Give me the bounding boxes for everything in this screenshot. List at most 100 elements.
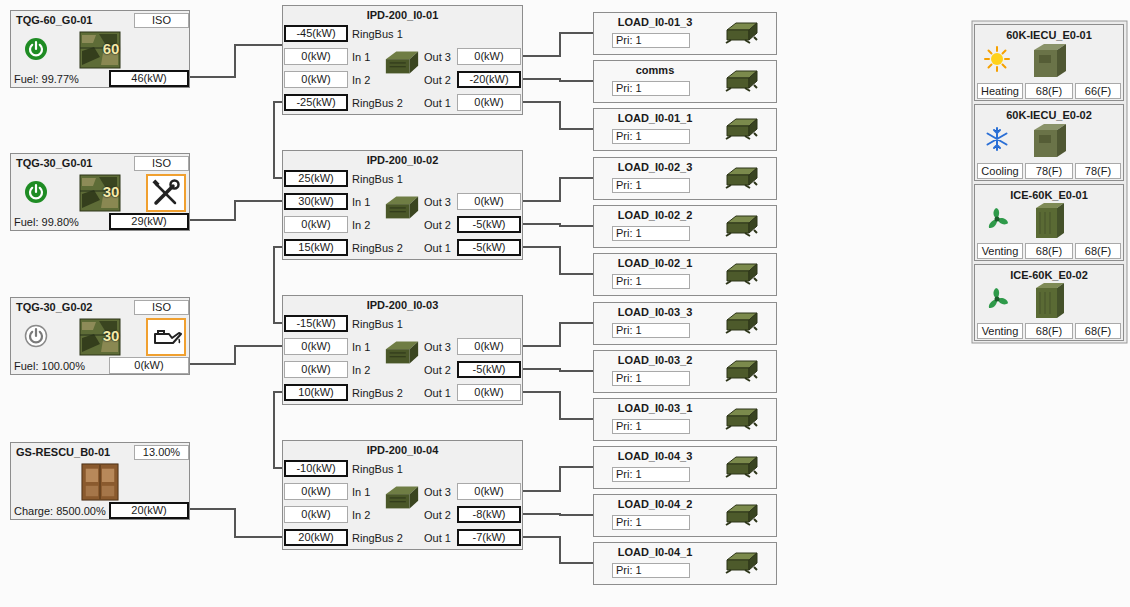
power-value: -15(kW) [284,315,348,332]
port-label: Out 3 [424,485,451,499]
power-cable [523,33,593,56]
status-badge: 13.00% [134,445,189,460]
device-name: ICE-60K_E0-01 [975,188,1123,202]
power-value: -20(kW) [457,71,521,88]
power-value: 0(kW) [284,338,348,355]
power-cable [523,369,593,371]
power-cable [523,224,593,226]
priority-value: Pri: 1 [612,129,690,144]
power-cable [523,392,593,419]
power-value: 20(kW) [284,529,348,546]
status-badge: ISO [134,13,189,28]
port-label: Out 2 [424,73,451,87]
power-value: 46(kW) [109,70,189,87]
power-cable [523,247,593,274]
power-value: -45(kW) [284,25,348,42]
load-icons [726,23,757,573]
distribution-icons [386,52,418,509]
fuel-level: Charge: 8500.00% [14,504,107,518]
port-label: RingBus 1 [352,27,403,41]
port-label: Out 1 [424,531,451,545]
power-cable [523,79,593,81]
port-label: Out 1 [424,96,451,110]
device-name: TQG-60_G0-01 [16,13,92,27]
power-value: 0(kW) [284,48,348,65]
icon-number: 60 [96,42,126,56]
load-panel: LOAD_I0-03_1Pri: 1 [593,398,777,441]
power-value: 0(kW) [109,357,189,374]
port-label: Out 2 [424,508,451,522]
port-label: In 1 [352,195,370,209]
power-cable [523,537,593,563]
power-value: 10(kW) [284,384,348,401]
load-panel: LOAD_I0-04_2Pri: 1 [593,494,777,537]
device-name: LOAD_I0-04_1 [596,545,714,559]
mode-badge: Heating [977,83,1023,99]
device-name: LOAD_I0-02_3 [596,160,714,174]
power-value: 0(kW) [284,71,348,88]
power-value: 25(kW) [284,170,348,187]
mode-badge: Venting [977,323,1023,339]
power-cable [274,392,282,468]
power-value: 0(kW) [284,361,348,378]
power-value: -8(kW) [457,506,521,523]
priority-value: Pri: 1 [612,178,690,193]
power-value: -5(kW) [457,239,521,256]
priority-value: Pri: 1 [612,226,690,241]
port-label: In 1 [352,50,370,64]
load-panel: LOAD_I0-01_3Pri: 1 [593,12,777,55]
device-name: LOAD_I0-04_3 [596,449,714,463]
distribution-panel: IPD-200_I0-03-15(kW)RingBus 10(kW)In 1Ou… [282,295,523,405]
generator-icons [25,32,185,500]
port-label: Out 2 [424,363,451,377]
device-name: LOAD_I0-04_2 [596,497,714,511]
priority-value: Pri: 1 [612,371,690,386]
priority-value: Pri: 1 [612,563,690,578]
device-name: ICE-60K_E0-02 [975,268,1123,282]
load-panel: LOAD_I0-02_3Pri: 1 [593,157,777,200]
temperature-value: 68(F) [1075,323,1121,339]
power-cable [523,514,593,515]
ecu-panel: ICE-60K_E0-01Venting68(F)68(F) [974,184,1124,261]
power-value: 0(kW) [457,338,521,355]
port-label: In 2 [352,508,370,522]
port-label: In 2 [352,363,370,377]
power-value: -7(kW) [457,529,521,546]
power-value: 30(kW) [284,193,348,210]
power-value: 0(kW) [457,384,521,401]
port-label: Out 3 [424,50,451,64]
temperature-value: 68(F) [1025,243,1073,259]
priority-value: Pri: 1 [612,33,690,48]
port-label: Out 1 [424,386,451,400]
power-value: 0(kW) [457,48,521,65]
temperature-value: 68(F) [1075,243,1121,259]
device-name: TQG-30_G0-01 [16,156,92,170]
power-value: 0(kW) [457,483,521,500]
port-label: RingBus 2 [352,241,403,255]
device-name: IPD-200_I0-02 [283,153,522,167]
temperature-value: 66(F) [1075,83,1121,99]
device-name: IPD-200_I0-04 [283,443,522,457]
port-label: RingBus 2 [352,96,403,110]
generator-panel: TQG-30_G0-02ISO30Fuel: 100.00%0(kW) [10,297,190,375]
power-value: 0(kW) [457,193,521,210]
power-value: 0(kW) [284,483,348,500]
load-panel: LOAD_I0-02_1Pri: 1 [593,253,777,296]
temperature-value: 78(F) [1025,163,1073,179]
ecu-group-frame [972,21,1127,343]
device-name: LOAD_I0-02_2 [596,208,714,222]
port-label: RingBus 1 [352,317,403,331]
port-label: Out 3 [424,195,451,209]
power-cable [523,102,593,129]
port-label: RingBus 1 [352,462,403,476]
power-value: -25(kW) [284,94,348,111]
priority-value: Pri: 1 [612,274,690,289]
device-name: LOAD_I0-03_3 [596,305,714,319]
priority-value: Pri: 1 [612,515,690,530]
fuel-level: Fuel: 99.80% [14,215,107,229]
ecu-icons [985,44,1066,318]
power-cable [190,45,282,77]
temperature-value: 78(F) [1075,163,1121,179]
power-cable [523,323,593,346]
device-name: TQG-30_G0-02 [16,300,92,314]
